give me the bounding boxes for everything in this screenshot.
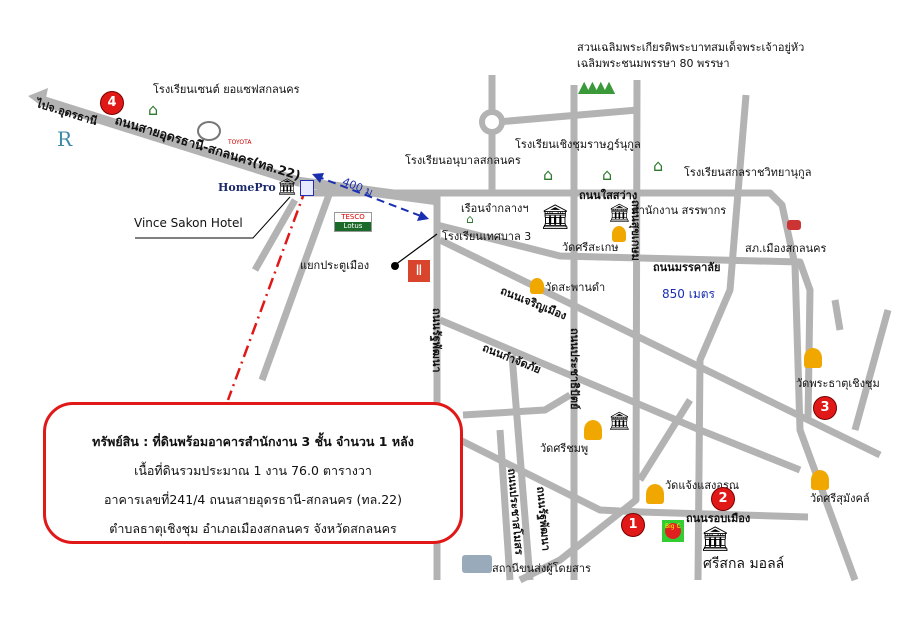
distance-400-arrow <box>315 175 427 219</box>
road-saisawang <box>300 189 859 582</box>
park-label-1: สวนเฉลิมพระเกียรติพระบาทสมเด็จพระเจ้าอยู… <box>577 41 805 54</box>
revenue-label: สำนักงาน สรรพากร <box>632 204 727 217</box>
school-icon: ⌂ <box>653 156 664 175</box>
rocks-logo: R <box>57 127 73 151</box>
pratu-leader-line <box>394 233 438 266</box>
mazda-logo <box>197 121 221 141</box>
pratu-mueang-label: แยกประตูเมือง <box>300 259 370 272</box>
trees-icon: ▲▲▲▲ <box>578 77 615 96</box>
police-icon <box>787 220 801 230</box>
anuban-label: โรงเรียนอนุบาลสกลนคร <box>405 154 521 167</box>
road-highway-west <box>38 95 302 187</box>
homepro-logo: HomePro <box>218 182 276 193</box>
school-icon: ⌂ <box>602 165 613 184</box>
road-ne <box>831 299 844 331</box>
choengchum-label: โรงเรียนเชิงชุมราษฎร์นุกูล <box>515 138 641 151</box>
marker-1[interactable]: 1 <box>621 513 645 537</box>
info-line-4: ตำบลธาตุเชิงชุม อำเภอเมืองสกลนคร จังหวัด… <box>109 521 397 536</box>
wat-phrathat-label: วัดพระธาตุเชิงชุม <box>796 377 880 390</box>
marker-4[interactable]: 4 <box>100 91 124 115</box>
school-icon: ⌂ <box>543 165 554 184</box>
highway-arrowhead <box>28 88 48 108</box>
police-label: สภ.เมืองสกลนคร <box>745 242 827 255</box>
road-left1 <box>258 190 334 382</box>
roundabout <box>479 109 505 135</box>
arrowhead-left <box>312 173 324 183</box>
park-label-2: เฉลิมพระชนมพรรษา 80 พรรษา <box>577 57 730 70</box>
property-info-box: ทรัพย์สิน : ที่ดินพร้อมอาคารสำนักงาน 3 ช… <box>43 402 463 544</box>
lotus-text: Lotus <box>335 222 371 231</box>
tesco-text: TESCO <box>341 213 365 221</box>
road-park <box>496 106 638 126</box>
road-label-saisawang: ถนนใสสว่าง <box>579 189 638 202</box>
road-sw2 <box>496 429 514 581</box>
building-icon: 🏛 <box>277 177 298 196</box>
sakonrat-label: โรงเรียนสกลราชวิทยานุกูล <box>684 166 812 179</box>
temple-icon <box>530 278 544 294</box>
st-joseph-label: โรงเรียนเซนต์ ยอแซฟสกลนคร <box>153 83 300 96</box>
srisakon-mall-label: ศรีสกล มอลล์ <box>703 556 785 572</box>
store-logo-icon: Ⅱ <box>408 260 430 282</box>
building-icon: 🏛 <box>540 203 571 231</box>
road-sukkasem <box>518 79 641 584</box>
temple-icon <box>804 348 822 368</box>
road-right <box>851 309 892 431</box>
marker-2[interactable]: 2 <box>711 487 735 511</box>
wat-chaeng-label: วัดแจ้งแสงอรุณ <box>665 479 740 492</box>
temple-icon <box>811 470 829 490</box>
building-icon: 🏛 <box>700 525 731 553</box>
temple-icon <box>584 420 602 440</box>
distance-850-label: 850 เมตร <box>662 287 715 301</box>
school-icon: ⌂ <box>148 100 159 119</box>
road-makkhalai <box>436 221 814 421</box>
road-sw1 <box>508 354 534 581</box>
hotel-leader-line <box>135 196 291 239</box>
road-label-prachathipat: ถนนประชาธิปัตย์ <box>568 328 581 410</box>
property-location-icon <box>300 180 314 196</box>
road-label-ratpattana: ถนนรัฐพัฒนา <box>430 308 443 373</box>
big-c-text: Big C <box>665 523 681 539</box>
road-charoen <box>438 236 882 459</box>
temple-icon <box>612 226 626 242</box>
bus-icon <box>462 555 492 573</box>
info-line-3: อาคารเลขที่241/4 ถนนสายอุดรธานี-สกลนคร (… <box>104 492 402 507</box>
building-icon: 🏛 <box>608 411 631 432</box>
wat-srisumang-label: วัดศรีสุมังคล์ <box>810 492 870 505</box>
wat-srichomphu-label: วัดศรีชมพู <box>540 442 589 455</box>
big-c-logo: Big C <box>662 520 684 542</box>
info-line-2: เนื้อที่ดินรวมประมาณ 1 งาน 76.0 ตารางวา <box>134 463 372 478</box>
road-left2 <box>251 198 299 272</box>
thetsaban3-label: โรงเรียนเทศบาล 3 <box>442 230 532 243</box>
road-diag-south <box>458 436 809 521</box>
marker-3[interactable]: 3 <box>813 396 837 420</box>
hotel-label: Vince Sakon Hotel <box>134 216 243 230</box>
prison-label: เรือนจำกลางฯ <box>461 202 529 215</box>
road-mid <box>637 398 693 482</box>
arrowhead-right <box>417 211 429 221</box>
bus-station-label: สถานีขนส่งผู้โดยสาร <box>492 562 591 575</box>
road-label-robmueang: ถนนรอบเมือง <box>686 512 751 525</box>
building-icon: 🏛 <box>608 203 631 224</box>
pratu-dot <box>391 262 399 270</box>
school-icon: ⌂ <box>466 212 474 226</box>
road-east <box>694 94 750 581</box>
road-connector <box>462 391 572 419</box>
info-line-1: ทรัพย์สิน : ที่ดินพร้อมอาคารสำนักงาน 3 ช… <box>92 434 414 449</box>
wat-srisaket-label: วัดศรีสะเกษ <box>562 241 619 254</box>
road-label-makkhalai: ถนนมรรคาลัย <box>653 261 721 274</box>
wat-saphandam-label: วัดสะพานดำ <box>545 281 606 294</box>
toyota-logo: TOYOTA <box>228 139 252 146</box>
homepro-text: HomePro <box>218 181 276 194</box>
road-kamchat <box>438 316 802 474</box>
temple-icon <box>646 484 664 504</box>
tesco-lotus-logo: TESCO Lotus <box>334 212 372 232</box>
